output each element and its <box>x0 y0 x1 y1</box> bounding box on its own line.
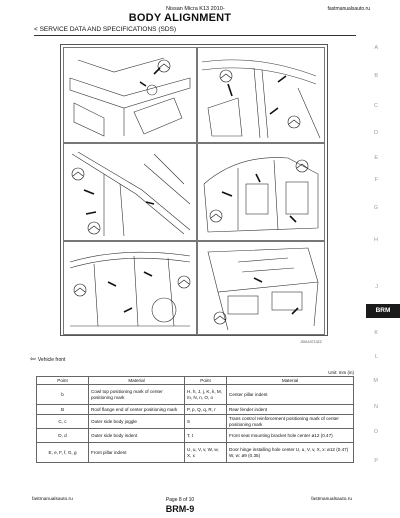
side-tab-e[interactable]: E <box>374 155 378 161</box>
side-tab-k[interactable]: K <box>374 330 378 336</box>
figure-panel-front-pillar <box>63 143 197 241</box>
header-divider <box>34 35 356 36</box>
figure-panel-floor <box>197 241 325 335</box>
header-site[interactable]: fastmanualsauto.ru <box>327 6 370 12</box>
body-alignment-figure <box>60 44 328 336</box>
table-row: E, e, F, f, G, g Front pillar indent U, … <box>36 442 354 463</box>
vehicle-front-legend: ⇦Vehicle front <box>30 355 65 363</box>
col-header-point-2: Point <box>184 376 227 385</box>
table-cell: D, d <box>36 428 89 443</box>
side-tab-h[interactable]: H <box>374 237 378 243</box>
table-cell: B <box>36 404 89 415</box>
table-row: C, c Outer side body joggle S Trans cont… <box>36 414 354 429</box>
table-cell: P, p, Q, q, R, r <box>184 404 227 415</box>
table-cell: Cowl top positioning mark of center posi… <box>88 384 185 405</box>
footer-page-count: Page 8 of 10 <box>165 497 195 503</box>
side-tab-d[interactable]: D <box>374 130 378 136</box>
figure-panel-side-body <box>63 241 197 335</box>
table-cell: T, t <box>184 428 227 443</box>
vehicle-front-arrow-icon: ⇦ <box>30 356 36 363</box>
header-model: Nissan Micra K13 2010- <box>166 6 225 12</box>
side-tab-a[interactable]: A <box>374 45 378 51</box>
col-header-material-2: Material <box>226 376 354 385</box>
table-row: b Cowl top positioning mark of center po… <box>36 384 354 405</box>
col-header-point: Point <box>36 376 89 385</box>
table-cell: E, e, F, f, G, g <box>36 442 89 463</box>
footer-site-right[interactable]: fastmanualsauto.ru <box>311 497 352 502</box>
table-cell: Door hinge installing hole center U, u, … <box>226 442 354 463</box>
table-cell: S <box>184 414 227 429</box>
side-body-illustration <box>69 251 191 327</box>
figure-panel-cowl <box>63 47 197 143</box>
table-cell: b <box>36 384 89 405</box>
col-header-material: Material <box>88 376 185 385</box>
table-cell: C, c <box>36 414 89 429</box>
figure-panel-door-opening <box>197 143 325 241</box>
sds-table: Point Material Point Material b Cowl top… <box>36 376 354 463</box>
vehicle-front-label: Vehicle front <box>37 357 66 363</box>
side-tab-l[interactable]: L <box>374 354 378 360</box>
table-cell: Front pillar indent <box>88 442 185 463</box>
side-tab-c[interactable]: C <box>374 103 378 109</box>
side-tab-brm[interactable]: BRM <box>366 304 400 318</box>
side-tab-b[interactable]: B <box>374 73 378 79</box>
table-cell: Rear fender indent <box>226 404 354 415</box>
footer-site-left[interactable]: fastmanualsauto.ru <box>32 497 73 502</box>
side-tab-p[interactable]: P <box>374 458 378 464</box>
figure-id: JSKIA3713ZZ <box>300 340 322 344</box>
page-title: BODY ALIGNMENT <box>128 12 232 24</box>
table-cell: Center pillar indent <box>226 384 354 405</box>
side-tab-j[interactable]: J <box>375 284 378 290</box>
page-code: BRM-9 <box>165 504 195 514</box>
table-row: D, d Outer side body indent T, t Front s… <box>36 428 354 443</box>
front-pillar-illustration <box>71 151 191 237</box>
section-breadcrumb: < SERVICE DATA AND SPECIFICATIONS (SDS) <box>34 26 177 33</box>
table-cell: Trans control reinforcement positioning … <box>226 414 354 429</box>
unit-label: Unit: mm (in) <box>328 370 354 375</box>
table-cell: Outer side body indent <box>88 428 185 443</box>
door-opening-illustration <box>203 157 319 233</box>
side-tab-m[interactable]: M <box>373 378 378 384</box>
side-tab-g[interactable]: G <box>373 205 378 211</box>
table-cell: Front seat mounting bracket hole center … <box>226 428 354 443</box>
table-cell: Outer side body joggle <box>88 414 185 429</box>
side-tab-n[interactable]: N <box>374 404 378 410</box>
floor-illustration <box>207 247 319 331</box>
roof-illustration <box>201 59 321 139</box>
table-cell: U, u, V, v, W, w, X, x <box>184 442 227 463</box>
table-row: B Roof flange end of center positioning … <box>36 404 354 415</box>
figure-panel-roof <box>197 47 325 143</box>
cowl-illustration <box>69 57 191 137</box>
table-cell: Roof flange end of center positioning ma… <box>88 404 185 415</box>
side-tab-f[interactable]: F <box>374 177 378 183</box>
table-header-row: Point Material Point Material <box>36 376 354 385</box>
side-tab-o[interactable]: O <box>373 429 378 435</box>
table-cell: H, h, J, j, K, k, M, m, N, n, O, o <box>184 384 227 405</box>
